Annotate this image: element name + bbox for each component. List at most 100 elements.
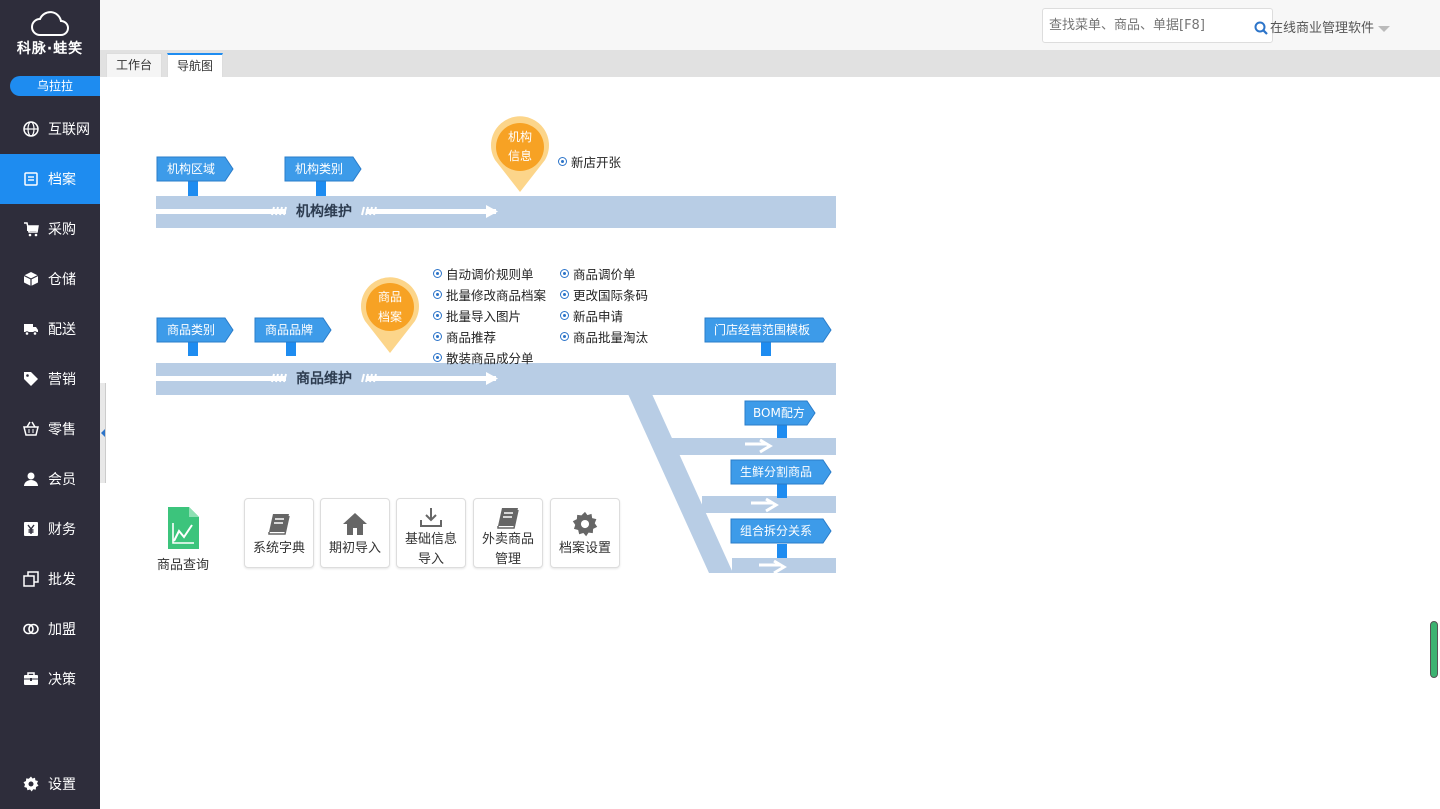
software-label: 在线商业管理软件 xyxy=(1270,21,1375,36)
flag-goods-brand[interactable]: 商品品牌 xyxy=(254,317,332,356)
sidebar-collapse-handle[interactable] xyxy=(100,383,106,483)
cart-icon xyxy=(22,220,40,238)
sidebar-item-franchise[interactable]: 加盟 xyxy=(0,604,100,654)
book-icon xyxy=(474,503,542,533)
radio-dot-icon xyxy=(433,290,442,299)
pin-line: 信息 xyxy=(508,148,532,163)
sidebar-item-label: 决策 xyxy=(48,672,76,688)
goods-road: 商品维护 xyxy=(156,363,836,575)
flag-goods-category[interactable]: 商品类别 xyxy=(156,317,234,356)
archive-icon xyxy=(22,170,40,188)
user-icon xyxy=(22,470,40,488)
goods-road-label: 商品维护 xyxy=(296,370,352,387)
gear-icon xyxy=(551,509,619,539)
flag-label: 机构类别 xyxy=(295,161,343,176)
sidebar-item-decision[interactable]: 决策 xyxy=(0,654,100,704)
flag-bom-formula[interactable]: BOM配方 xyxy=(744,400,816,438)
globe-icon xyxy=(22,120,40,138)
sidebar-item-label: 设置 xyxy=(48,777,76,793)
flag-store-scope-template[interactable]: 门店经营范围模板 xyxy=(704,317,832,356)
radio-dot-icon xyxy=(560,332,569,341)
sidebar-item-member[interactable]: 会员 xyxy=(0,454,100,504)
option-new-goods-apply[interactable]: 新品申请 xyxy=(560,306,623,325)
org-road-label: 机构维护 xyxy=(296,203,352,220)
option-label: 更改国际条码 xyxy=(573,288,649,303)
option-change-barcode[interactable]: 更改国际条码 xyxy=(560,285,648,304)
goods-query-button[interactable]: 商品查询 xyxy=(155,506,211,573)
option-bulk-composition[interactable]: 散装商品成分单 xyxy=(433,348,534,367)
flag-label: 商品类别 xyxy=(167,322,215,337)
sidebar-item-settings[interactable]: 设置 xyxy=(0,759,100,809)
logo-text: 科脉·蛙笑 xyxy=(16,41,84,57)
org-road: 机构维护 xyxy=(156,196,836,228)
search-input[interactable] xyxy=(1049,9,1249,42)
flag-combo-split-relation[interactable]: 组合拆分关系 xyxy=(730,518,832,558)
option-auto-price-rule[interactable]: 自动调价规则单 xyxy=(433,264,534,283)
option-batch-import-images[interactable]: 批量导入图片 xyxy=(433,306,521,325)
cloud-icon xyxy=(31,11,69,36)
sidebar-item-label: 配送 xyxy=(48,322,76,338)
search-icon[interactable] xyxy=(1254,21,1268,39)
pin-goods-archive[interactable]: 商品 档案 xyxy=(360,277,419,353)
scrollbar[interactable] xyxy=(1430,621,1438,678)
sidebar-item-label: 采购 xyxy=(48,222,76,238)
sidebar-item-internet[interactable]: 互联网 xyxy=(0,104,100,154)
tool-label: 外卖商品管理 xyxy=(481,532,534,567)
sidebar-item-delivery[interactable]: 配送 xyxy=(0,304,100,354)
option-price-adjust[interactable]: 商品调价单 xyxy=(560,264,636,283)
tab-navigation-map[interactable]: 导航图 xyxy=(167,53,224,77)
pin-line: 机构 xyxy=(508,129,532,144)
yuan-icon xyxy=(22,520,40,538)
sidebar-item-finance[interactable]: 财务 xyxy=(0,504,100,554)
sidebar-item-storage[interactable]: 仓储 xyxy=(0,254,100,304)
goods-query-label: 商品查询 xyxy=(156,558,209,573)
option-batch-edit-goods[interactable]: 批量修改商品档案 xyxy=(433,285,546,304)
radio-dot-icon xyxy=(433,332,442,341)
chevron-left-icon xyxy=(101,429,105,437)
tool-initial-import[interactable]: 期初导入 xyxy=(320,498,390,568)
option-goods-recommend[interactable]: 商品推荐 xyxy=(433,327,496,346)
logo: 科脉·蛙笑 xyxy=(0,10,100,58)
basket-icon xyxy=(22,420,40,438)
option-new-store[interactable]: 新店开张 xyxy=(558,152,621,171)
sidebar: 科脉·蛙笑 乌拉拉 互联网 档案 采购 仓储 配送 营销 零售 会员 财务 批发 xyxy=(0,0,100,809)
tool-system-dictionary[interactable]: 系统字典 xyxy=(244,498,314,568)
radio-dot-icon xyxy=(433,269,442,278)
flag-org-category[interactable]: 机构类别 xyxy=(284,156,362,196)
sidebar-item-purchase[interactable]: 采购 xyxy=(0,204,100,254)
sidebar-item-label: 财务 xyxy=(48,522,76,538)
sidebar-item-wholesale[interactable]: 批发 xyxy=(0,554,100,604)
flag-label: 机构区域 xyxy=(167,161,215,176)
tool-basic-info-import[interactable]: 基础信息导入 xyxy=(396,498,466,568)
sidebar-item-retail[interactable]: 零售 xyxy=(0,404,100,454)
download-icon xyxy=(397,503,465,533)
pin-line: 商品 xyxy=(378,289,402,304)
truck-icon xyxy=(22,320,40,338)
flag-org-region[interactable]: 机构区域 xyxy=(156,156,234,196)
sidebar-item-label: 仓储 xyxy=(48,272,76,288)
option-label: 商品调价单 xyxy=(573,267,636,282)
tab-workbench[interactable]: 工作台 xyxy=(106,53,163,77)
software-selector[interactable]: 在线商业管理软件 xyxy=(1270,17,1391,36)
pin-org-info[interactable]: 机构 信息 xyxy=(491,116,549,192)
option-label: 散装商品成分单 xyxy=(446,351,534,366)
top-bar: 在线商业管理软件 xyxy=(100,0,1440,50)
radio-dot-icon xyxy=(558,157,567,166)
tool-archive-settings[interactable]: 档案设置 xyxy=(550,498,620,568)
sidebar-item-archive[interactable]: 档案 xyxy=(0,154,100,204)
sidebar-item-marketing[interactable]: 营销 xyxy=(0,354,100,404)
radio-dot-icon xyxy=(560,290,569,299)
gear-icon xyxy=(22,775,40,793)
tab-bar: 工作台 导航图 xyxy=(100,50,1440,77)
sidebar-item-label: 会员 xyxy=(48,472,76,488)
home-icon xyxy=(321,509,389,539)
flag-label: BOM配方 xyxy=(753,405,805,420)
tool-takeaway-goods[interactable]: 外卖商品管理 xyxy=(473,498,543,568)
radio-dot-icon xyxy=(560,269,569,278)
search-box xyxy=(1042,8,1273,43)
tool-label: 期初导入 xyxy=(328,541,381,556)
flag-label: 商品品牌 xyxy=(265,322,313,337)
option-batch-eliminate[interactable]: 商品批量淘汰 xyxy=(560,327,648,346)
user-badge[interactable]: 乌拉拉 xyxy=(10,76,100,96)
flag-fresh-split-goods[interactable]: 生鲜分割商品 xyxy=(730,459,832,498)
